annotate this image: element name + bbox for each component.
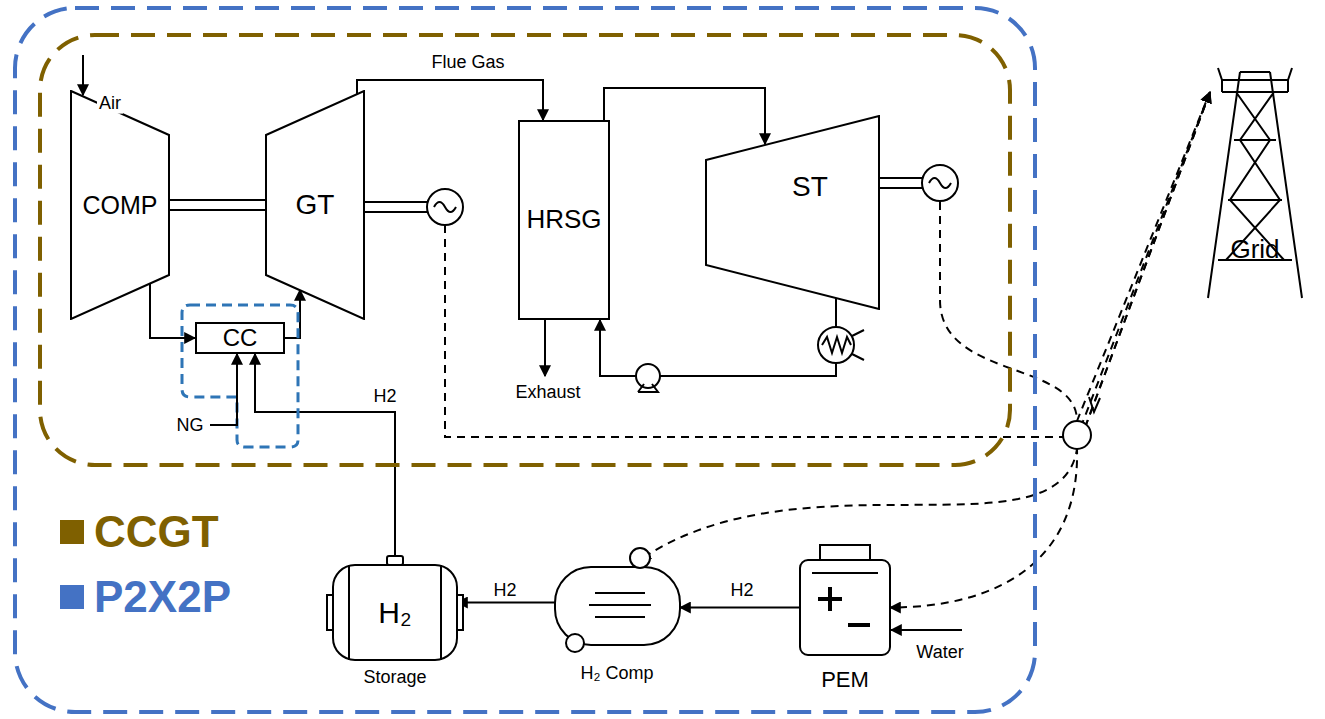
ccgt-boundary <box>40 35 1010 465</box>
power-connector <box>890 92 1210 608</box>
annotation-label: Water <box>914 642 965 663</box>
power-connector <box>940 92 1210 421</box>
edge-label: H2 <box>491 580 518 601</box>
annotation-label: NG <box>175 415 206 436</box>
tank-body <box>333 565 457 660</box>
shape-bounds <box>555 560 680 645</box>
compressor-tank <box>555 548 680 652</box>
node-label: HRSG <box>526 205 601 235</box>
flow-connector <box>150 282 195 338</box>
hrsg-node: HRSG <box>518 120 610 320</box>
grid-direction-arrow <box>1089 397 1100 412</box>
compressor-lines <box>589 593 651 617</box>
steam-turbine-shape <box>706 116 879 309</box>
compressor-shape <box>71 91 169 319</box>
st-generator <box>880 165 958 201</box>
pem-node: PEM <box>790 535 900 700</box>
flow-connector <box>170 200 265 210</box>
compressor-motor <box>630 548 650 568</box>
grid-node: Grid <box>1200 60 1310 300</box>
drawing-part <box>365 202 427 212</box>
flow-connector <box>604 88 765 144</box>
flow-connector <box>680 607 800 609</box>
flow-connector <box>357 80 543 120</box>
annotation-label: Exhaust <box>513 382 582 403</box>
drawing-part <box>636 364 660 388</box>
legend-swatch <box>60 520 84 544</box>
transmission-tower <box>1208 68 1302 298</box>
node-label: Grid <box>1230 235 1279 265</box>
flow-connector <box>600 298 836 376</box>
combustor-box <box>196 323 284 353</box>
node-label: ST <box>792 171 828 203</box>
edge-label: H2 <box>728 580 755 601</box>
air-inlet <box>82 55 84 95</box>
h2-compressor-node: H₂ Comp <box>545 545 695 690</box>
flow-connector <box>457 602 555 604</box>
pem-lid <box>812 572 878 574</box>
pem-handle <box>820 545 870 560</box>
water-inlet <box>891 629 962 631</box>
node-label: PEM <box>821 667 869 692</box>
drawing-part <box>427 189 463 225</box>
pem-body <box>800 560 890 655</box>
legend-swatch <box>60 585 84 609</box>
bus-junction <box>1063 421 1091 449</box>
drawing-part <box>822 337 851 353</box>
node-outline <box>705 115 880 310</box>
steam-turbine-node: ST <box>705 115 880 310</box>
power-connector <box>445 92 1210 437</box>
combustor-node: CC <box>195 322 285 354</box>
drawing-part <box>818 327 854 363</box>
drawing-part <box>880 178 922 188</box>
p2x2p-boundary <box>15 8 1035 712</box>
condenser-symbol <box>818 327 864 363</box>
node-label: COMP <box>83 191 158 220</box>
legend-text: CCGT <box>94 510 219 554</box>
drawing-part <box>922 165 958 201</box>
node-label: CC <box>223 324 258 352</box>
node-label: Storage <box>363 667 426 688</box>
pem-polarity <box>818 587 870 625</box>
drawing-part <box>929 178 951 188</box>
pump-symbol <box>636 364 660 392</box>
drawing-part <box>638 384 658 392</box>
flow-connector <box>255 354 395 556</box>
tank-bands <box>327 565 463 660</box>
exhaust-outlet <box>544 320 546 376</box>
node-label: H₂ <box>378 596 411 631</box>
storage-node: H₂ Storage <box>325 555 465 690</box>
hrsg-box <box>519 121 609 319</box>
tank-valve <box>387 556 403 565</box>
shape-bounds <box>800 560 890 655</box>
hydrogen-tank <box>327 556 463 660</box>
annotation-label: Air <box>97 93 123 114</box>
legend-text: P2X2P <box>94 575 231 619</box>
power-connector <box>640 92 1210 560</box>
compressor-wheel <box>566 634 584 652</box>
node-label: GT <box>296 189 335 221</box>
drawing-part <box>434 202 456 212</box>
edge-label: H2 <box>371 386 398 407</box>
edge-label: Flue Gas <box>429 52 506 73</box>
compressor-node: COMP <box>70 90 170 320</box>
drawing-part <box>852 330 864 360</box>
tower-lattice <box>1208 68 1302 298</box>
turbine-shape <box>266 91 364 319</box>
gt-generator <box>365 189 463 225</box>
gas-turbine-node: GT <box>265 90 365 320</box>
pem-electrolyser <box>800 545 890 655</box>
ng-inlet <box>210 354 237 425</box>
node-label: H₂ Comp <box>580 663 653 684</box>
